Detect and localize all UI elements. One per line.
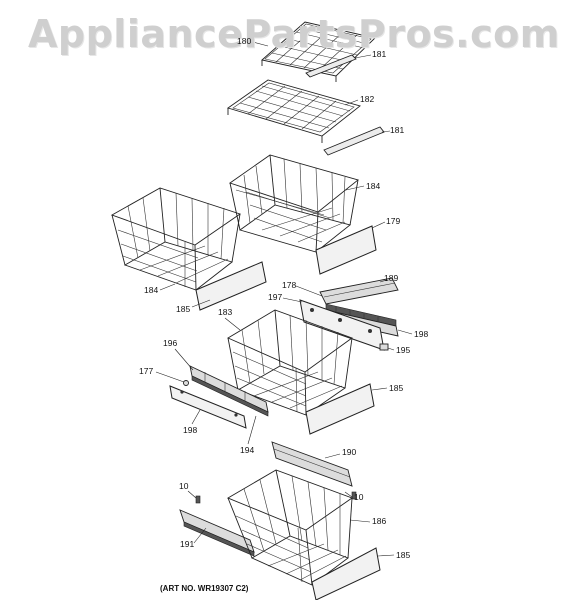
wire-basket-186 [226,469,353,586]
screw-10-left [195,495,201,504]
callout-195: 195 [396,345,411,355]
callout-182: 182 [360,94,375,104]
slide-rail-196 [189,365,269,417]
front-panel-185-bottom [311,547,381,601]
slide-rail-190 [271,441,353,487]
leader-lines [155,40,413,557]
slide-rail-189 [319,277,399,305]
callout-196: 196 [163,338,178,348]
callout-181-top: 181 [372,49,387,59]
wire-basket-184-left [110,187,242,291]
callout-179: 179 [386,216,401,226]
trim-strip-181-top [305,54,357,78]
callout-189: 189 [384,273,399,283]
callout-197: 197 [268,292,283,302]
callout-186: 186 [372,516,387,526]
rail-cover-198-left [169,385,247,429]
callout-177: 177 [139,366,154,376]
callout-194: 194 [240,445,255,455]
callout-178: 178 [282,280,297,290]
callout-184-left: 184 [144,285,159,295]
callout-191: 191 [180,539,195,549]
callout-181-lower: 181 [390,125,405,135]
wire-shelf-182 [226,79,361,143]
screw-10-right [351,491,357,500]
callout-184-right: 184 [366,181,381,191]
callout-190: 190 [342,447,357,457]
wire-basket-184-right [229,154,359,253]
screw-177 [183,380,189,386]
trim-strip-181-lower [323,126,385,156]
wire-basket-183 [227,309,353,416]
front-panel-185-top [195,261,267,311]
callout-185-middle: 185 [389,383,404,393]
front-panel-185-middle [305,383,375,435]
callout-183: 183 [218,307,233,317]
roller-195 [379,343,389,351]
callout-180: 180 [237,36,252,46]
callout-185-top: 185 [176,304,191,314]
callout-198-right: 198 [414,329,429,339]
callout-185-bottom: 185 [396,550,411,560]
callout-10-left: 10 [179,481,189,491]
callout-198-left: 198 [183,425,198,435]
art-number: (ART NO. WR19307 C2) [160,584,249,593]
callout-10-right: 10 [354,492,364,502]
slide-rail-191 [179,509,255,557]
front-panel-179 [315,225,377,275]
